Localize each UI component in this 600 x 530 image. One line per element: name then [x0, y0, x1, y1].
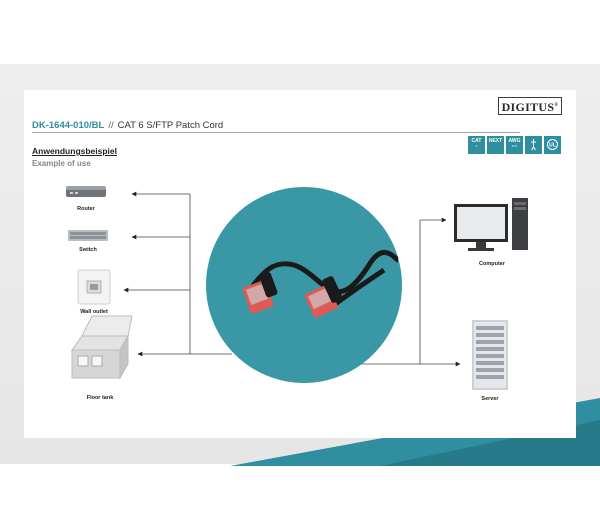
product-name: CAT 6 S/FTP Patch Cord	[117, 120, 224, 131]
computer-label: Computer	[479, 261, 505, 267]
next-badge-icon: NEXT	[487, 136, 504, 154]
switch-icon	[68, 230, 108, 241]
floor-tank-icon	[71, 315, 133, 380]
wall-outlet-label: Wall outlet	[80, 309, 108, 315]
ul-certified-badge-icon: UL	[544, 136, 561, 154]
left-rj45-connector	[242, 272, 278, 314]
computer-icon	[454, 198, 528, 251]
product-sheet-card: DIGITUS® DK-1644-010/BL//CAT 6 S/FTP Pat…	[24, 90, 576, 438]
article-number: DK-1644-010/BL	[32, 120, 105, 131]
digitus-logo: DIGITUS®	[498, 97, 562, 115]
router-label: Router	[77, 206, 95, 212]
wall-outlet-icon	[77, 269, 111, 305]
product-headline: DK-1644-010/BL//CAT 6 S/FTP Patch Cord	[32, 120, 223, 131]
server-label: Server	[481, 396, 499, 402]
header-rule	[32, 132, 520, 133]
headline-separator: //	[108, 120, 114, 131]
router-icon	[66, 186, 106, 197]
cable-circle	[206, 187, 402, 383]
halogen-free-badge-icon	[525, 136, 542, 154]
section-subtitle: Example of use	[32, 159, 91, 168]
svg-text:UL: UL	[549, 143, 556, 149]
section-title: Anwendungsbeispiel	[32, 146, 118, 156]
server-icon	[472, 320, 508, 390]
patch-cable-illustration	[242, 249, 400, 318]
switch-label: Switch	[79, 247, 97, 253]
floor-tank-label: Floor tank	[86, 395, 114, 401]
right-rj45-connector	[304, 276, 343, 318]
connection-diagram	[66, 186, 528, 390]
